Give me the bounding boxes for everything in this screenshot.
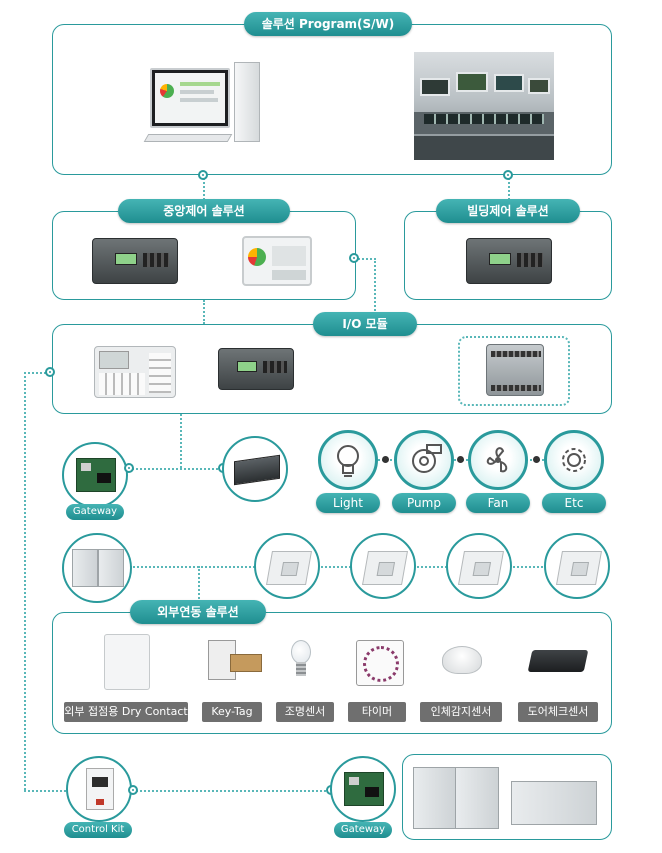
light-sensor-label: 조명센서 [276, 702, 334, 722]
io-module-image [486, 344, 544, 396]
control-kit-label: Control Kit [64, 822, 132, 838]
erv-unit-image [234, 454, 280, 486]
building-controller-image [466, 238, 552, 284]
line-left-rail [24, 372, 26, 790]
door-sensor-image [527, 650, 589, 672]
light-label: Light [316, 493, 380, 513]
timer-image [356, 640, 404, 686]
touch-controller-image [242, 236, 312, 286]
connector-dot [349, 253, 359, 263]
desktop-pc-image [142, 62, 264, 152]
gateway-top-label: Gateway [66, 504, 124, 520]
connector-dot [198, 170, 208, 180]
control-kit-circle [66, 756, 132, 822]
line-central-io [203, 300, 205, 324]
timer-label: 타이머 [348, 702, 406, 722]
gateway-board-image [76, 458, 116, 492]
gear-icon [544, 430, 604, 490]
etc-label: Etc [542, 493, 606, 513]
icon-separator-dot [457, 456, 464, 463]
dry-contact-image [104, 634, 150, 690]
cassette-unit-circle [254, 533, 320, 599]
outdoor-unit-image [455, 767, 499, 829]
light-sensor-image [288, 640, 314, 686]
motion-sensor-label: 인체감지센서 [420, 702, 502, 722]
control-room-image [414, 52, 554, 160]
external-title: 외부연동 솔루션 [130, 600, 266, 624]
io-title: I/O 모듈 [313, 312, 417, 336]
program-title: 솔루션 Program(S/W) [244, 12, 412, 36]
motion-sensor-image [442, 646, 482, 674]
cassette-unit-circle [350, 533, 416, 599]
line-io-gateway [180, 414, 182, 468]
key-tag-image [208, 640, 262, 684]
cassette-unit-circle [446, 533, 512, 599]
gateway-bottom-board-image [344, 772, 384, 806]
erv-circle [222, 436, 288, 502]
key-tag-label: Key-Tag [202, 702, 262, 722]
building-title: 빌딩제어 솔루션 [436, 199, 580, 223]
line-bottom-row [128, 790, 334, 792]
line-left-rail-top [24, 372, 50, 374]
fan-label: Fan [466, 493, 530, 513]
outdoor-unit-image [413, 767, 457, 829]
gateway-bottom-label: Gateway [334, 822, 392, 838]
io-controller-image [218, 348, 294, 390]
line-central-io-right [358, 258, 376, 260]
line-hvac-external [198, 566, 200, 606]
io-module-dashed-frame [458, 336, 570, 406]
line-program-building [508, 175, 510, 203]
dry-contact-label: 외부 접점용 Dry Contact [64, 702, 188, 722]
outdoor-unit-circle [62, 533, 132, 603]
icon-separator-dot [382, 456, 389, 463]
line-hvac-row [130, 566, 550, 568]
connector-dot [128, 785, 138, 795]
connector-dot [45, 367, 55, 377]
connector-dot [503, 170, 513, 180]
icon-separator-dot [533, 456, 540, 463]
outdoor-units-box [402, 754, 612, 840]
central-controller-image [92, 238, 178, 284]
connector-dot [124, 463, 134, 473]
pump-icon [394, 430, 454, 490]
line-program-central [203, 175, 205, 203]
pump-label: Pump [392, 493, 456, 513]
door-sensor-label: 도어체크센서 [518, 702, 598, 722]
chiller-unit-image [511, 781, 597, 825]
gateway-top-circle [62, 442, 128, 508]
line-gateway-erv [128, 468, 226, 470]
gateway-bottom-circle [330, 756, 396, 822]
central-title: 중앙제어 솔루션 [118, 199, 290, 223]
light-bulb-icon [318, 430, 378, 490]
keypad-controller-image [94, 346, 176, 398]
fan-icon [468, 430, 528, 490]
line-left-rail-bottom [24, 790, 70, 792]
control-kit-image [86, 768, 114, 810]
cassette-unit-circle [544, 533, 610, 599]
